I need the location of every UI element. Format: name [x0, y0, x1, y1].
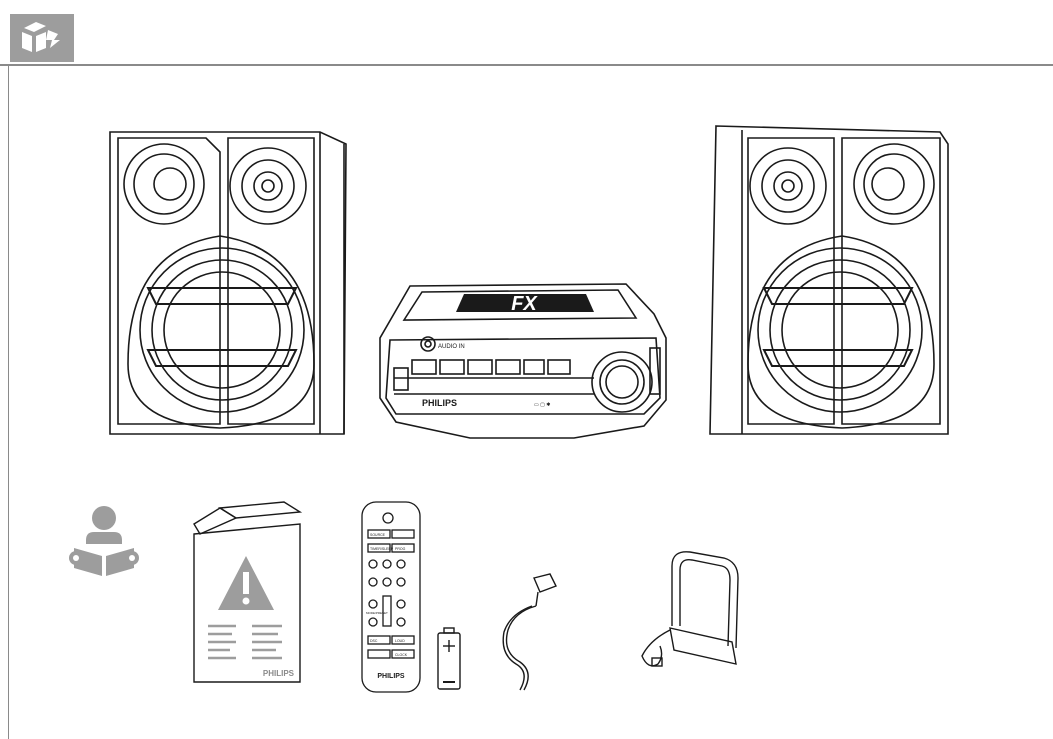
- fm-antenna-cable: [502, 573, 557, 691]
- svg-text:▭ ▢ ✱: ▭ ▢ ✱: [534, 402, 550, 408]
- unit-brand: PHILIPS: [422, 398, 457, 408]
- header-rule: [0, 64, 1053, 66]
- read-manual-icon: [69, 506, 139, 576]
- remote-source-label: SOURCE: [370, 533, 386, 537]
- manual-brand: PHILIPS: [263, 669, 295, 678]
- remote-loud-label: LOUD: [395, 639, 405, 643]
- margin-rule: [8, 64, 9, 739]
- remote-timer-label: TIMER/SLEEP: [370, 547, 394, 551]
- left-speaker: [109, 131, 347, 435]
- battery-icon: [437, 627, 461, 690]
- remote-brand: PHILIPS: [377, 673, 405, 680]
- remote-prog-label: PROG: [395, 547, 406, 551]
- main-unit: FX AUDIO IN PHILIPS ▭ ▢ ✱: [379, 283, 667, 439]
- am-loop-antenna: [641, 551, 739, 667]
- remote-mode-label: MODE/PRESET: [366, 611, 388, 615]
- fx-badge: FX: [456, 293, 594, 315]
- remote-control: SOURCE TIMER/SLEEP PROG MODE/PRESET DSC …: [361, 501, 421, 693]
- right-speaker: [709, 125, 949, 435]
- remote-dsc-label: DSC: [370, 639, 378, 643]
- warning-triangle-icon: [218, 556, 274, 610]
- remote-clock-label: CLOCK: [395, 653, 408, 657]
- audio-in-label: AUDIO IN: [438, 344, 465, 350]
- user-manual-booklet: PHILIPS: [193, 501, 303, 683]
- fx-badge-text: FX: [511, 293, 538, 315]
- unbox-icon: [10, 14, 74, 62]
